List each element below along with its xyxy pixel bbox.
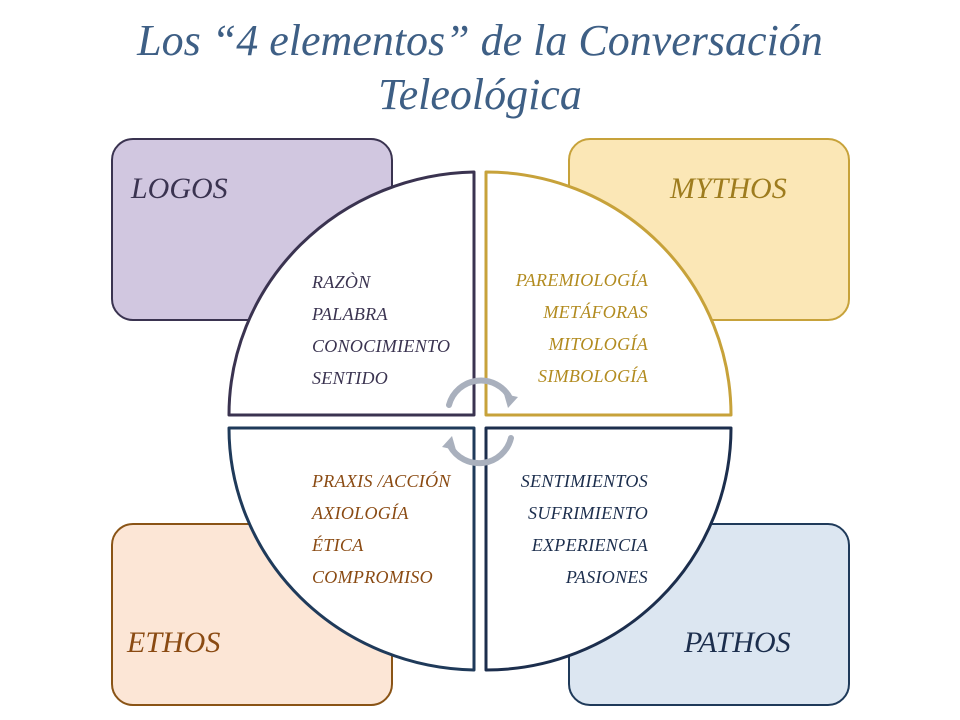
lower-cycle-arrow [447, 435, 514, 467]
title-line-2: Teleológica [378, 70, 582, 119]
list-item: SENTIMIENTOS [520, 471, 648, 491]
list-item: SIMBOLOGÍA [538, 366, 648, 386]
list-item: EXPERIENCIA [531, 535, 648, 555]
list-item: PAREMIOLOGÍA [515, 270, 648, 290]
pathos-word-list: SENTIMIENTOS SUFRIMIENTO EXPERIENCIA PAS… [521, 465, 648, 593]
cycle-arrows-icon [442, 377, 518, 467]
lower-arrowhead-icon [442, 436, 456, 450]
list-item: METÁFORAS [543, 302, 648, 322]
list-item: PALABRA [312, 304, 388, 324]
list-item: SENTIDO [312, 368, 389, 388]
ethos-quadrant [227, 426, 476, 672]
ethos-label: ETHOS [127, 626, 221, 659]
mythos-label: MYTHOS [670, 172, 787, 205]
list-item: CONOCIMIENTO [312, 336, 451, 356]
logos-label: LOGOS [131, 172, 228, 205]
ethos-word-list: PRAXIS /ACCIÓN AXIOLOGÍA ÉTICA COMPROMIS… [312, 465, 451, 593]
list-item: RAZÒN [312, 272, 371, 292]
list-item: PRAXIS /ACCIÓN [312, 471, 451, 491]
pathos-label: PATHOS [684, 626, 791, 659]
list-item: MITOLOGÍA [548, 334, 648, 354]
upper-cycle-arrow [446, 377, 513, 408]
mythos-word-list: PAREMIOLOGÍA METÁFORAS MITOLOGÍA SIMBOLO… [516, 264, 648, 392]
upper-arrowhead-icon [504, 394, 518, 408]
logos-word-list: RAZÒN PALABRA CONOCIMIENTO SENTIDO [312, 266, 450, 394]
list-item: PASIONES [565, 567, 648, 587]
pathos-quadrant [484, 426, 733, 672]
list-item: ÉTICA [312, 535, 364, 555]
page-title: Los “4 elementos” de la Conversación Tel… [0, 14, 960, 122]
logos-quadrant [227, 170, 476, 417]
title-line-1: Los “4 elementos” de la Conversación [137, 16, 823, 65]
mythos-quadrant [484, 170, 733, 417]
list-item: SUFRIMIENTO [528, 503, 648, 523]
list-item: COMPROMISO [312, 567, 433, 587]
list-item: AXIOLOGÍA [312, 503, 409, 523]
